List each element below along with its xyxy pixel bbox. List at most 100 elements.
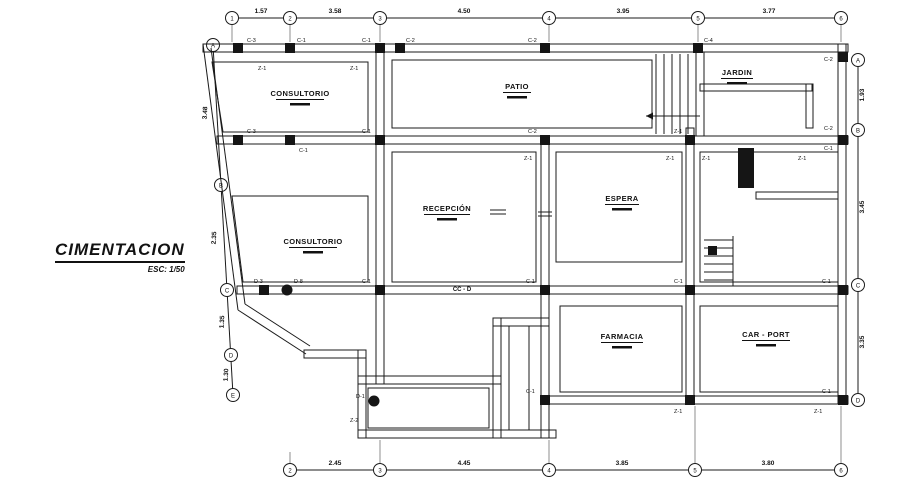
room-sublabel-bar: [303, 251, 323, 254]
column-tag: C-3: [247, 38, 256, 44]
column-tag: C-2: [406, 38, 415, 44]
grid-bubble-label: 3: [378, 469, 382, 475]
column-tag: C-1: [822, 279, 831, 285]
grid-bubble-label: 2: [288, 17, 292, 23]
grid-bubble: [691, 11, 705, 25]
column-footings: [233, 43, 848, 407]
grid-bubble: [688, 463, 702, 477]
footing-tag: Z-1: [798, 156, 806, 162]
grid-bubble-label: A: [856, 59, 860, 65]
grid-bubble: [373, 463, 387, 477]
room-label-patio: PATIO: [505, 82, 529, 91]
column-tag: C-1: [297, 38, 306, 44]
column-tag: C-2: [528, 129, 537, 135]
dim-left-1: 3.48: [202, 106, 210, 119]
round-column-footing: [368, 395, 380, 407]
grid-bubble-label: D: [229, 354, 234, 360]
dimension-lines: [212, 17, 859, 471]
footing-tag: Z-1: [350, 66, 358, 72]
grid-bubble: [851, 123, 865, 137]
room-label-underline: [605, 204, 639, 205]
footing-tag: Z-1: [524, 156, 532, 162]
column-tag: C-1: [299, 148, 308, 154]
column-tag: C-1: [824, 146, 833, 152]
room-sublabel-bar: [727, 82, 747, 85]
room-label-underline: [721, 78, 753, 79]
dimension-texts: 1.57 3.58 4.50 3.95 3.77 2.45 4.45 3.85 …: [202, 8, 866, 467]
room-sublabel-bar: [290, 103, 310, 106]
grid-bubble-label: 4: [547, 17, 551, 23]
grid-bubble-label: 6: [839, 469, 843, 475]
footing-tag: Z-2: [350, 418, 358, 424]
footing-tag: Z-1: [702, 156, 710, 162]
room-label-underline: [503, 92, 531, 93]
dim-right-1: 1.93: [859, 88, 866, 101]
column-tags: C-3 C-1 C-1 C-2 C-2 C-4 C-2 Z-1 Z-1 C-3 …: [247, 38, 833, 424]
room-sublabel-bar: [756, 344, 776, 347]
footing-tag: Z-1: [666, 156, 674, 162]
room-label-carport: CAR - PORT: [742, 330, 790, 339]
room-outlines: [211, 59, 839, 429]
column-tag: C-1: [362, 279, 371, 285]
grid-bubble-label: E: [231, 394, 235, 400]
dim-top-4: 3.95: [617, 8, 630, 15]
dim-right-2: 3.45: [859, 200, 866, 213]
stairs-right-room: [704, 236, 734, 286]
foundation-walls: [202, 43, 849, 439]
stairs-column-marker: [708, 246, 717, 255]
room-label-underline: [424, 214, 470, 215]
room-label-farmacia: FARMACIA: [601, 332, 644, 341]
grid-bubble-label: C: [225, 289, 230, 295]
column-tag: C-2: [824, 57, 833, 63]
dim-bottom-1: 2.45: [329, 460, 342, 467]
column-tag: C-1: [526, 389, 535, 395]
stairs-top-right: [646, 54, 700, 134]
room-labels: CONSULTORIO PATIO JARDIN RECEPCIÓN ESPER…: [270, 68, 790, 349]
room-sublabel-bar: [612, 346, 632, 349]
grid-bubble: [851, 53, 865, 67]
grid-bubble: [851, 393, 865, 407]
column-tag: D-8: [294, 279, 303, 285]
footing-tag: Z-1: [674, 129, 682, 135]
room-label-underline: [742, 340, 790, 341]
grid-bubble: [226, 388, 240, 402]
shear-wall-pier: [738, 148, 754, 188]
grid-bubble-label: D: [856, 399, 861, 405]
footing-tag: Z-1: [674, 409, 682, 415]
grid-bubble: [834, 463, 848, 477]
grid-bubble-label: 5: [696, 17, 700, 23]
room-label-underline: [276, 99, 324, 100]
room-sublabel-bar: [437, 218, 457, 221]
grid-bubble-label: 5: [693, 469, 697, 475]
grid-bubble-label: 1: [230, 17, 234, 23]
dim-top-3: 4.50: [458, 8, 471, 15]
grid-bubble: [373, 11, 387, 25]
drawing-scale: ESC: 1/50: [147, 265, 185, 274]
room-sublabel-bar: [612, 208, 632, 211]
footing-tag: Z-1: [258, 66, 266, 72]
stairs-direction-arrow: [646, 112, 653, 120]
grid-bubble-label: C: [856, 284, 861, 290]
dim-bottom-2: 4.45: [458, 460, 471, 467]
dim-right-3: 3.35: [859, 335, 866, 348]
grid-bubble: [542, 463, 556, 477]
grid-bubble-label: B: [856, 129, 860, 135]
column-tag: C-1: [362, 38, 371, 44]
grid-bubble: [220, 283, 234, 297]
column-tag: D-1: [356, 394, 365, 400]
drawing-title: CIMENTACION: [55, 240, 185, 263]
grid-bubble-label: 2: [288, 469, 292, 475]
room-label-consultorio-1: CONSULTORIO: [270, 89, 329, 98]
grid-bubble-label: 3: [378, 17, 382, 23]
dim-left-3: 1.35: [219, 315, 227, 328]
room-sublabel-bar: [507, 96, 527, 99]
section-label: CC - D: [453, 287, 472, 293]
column-tag: C-2: [528, 38, 537, 44]
dim-left-4: 1.30: [223, 368, 231, 381]
column-tag: C-2: [824, 126, 833, 132]
grid-bubble: [283, 11, 297, 25]
footing-tag: Z-1: [814, 409, 822, 415]
column-tag: C-1: [822, 389, 831, 395]
column-tag: D-3: [254, 279, 263, 285]
